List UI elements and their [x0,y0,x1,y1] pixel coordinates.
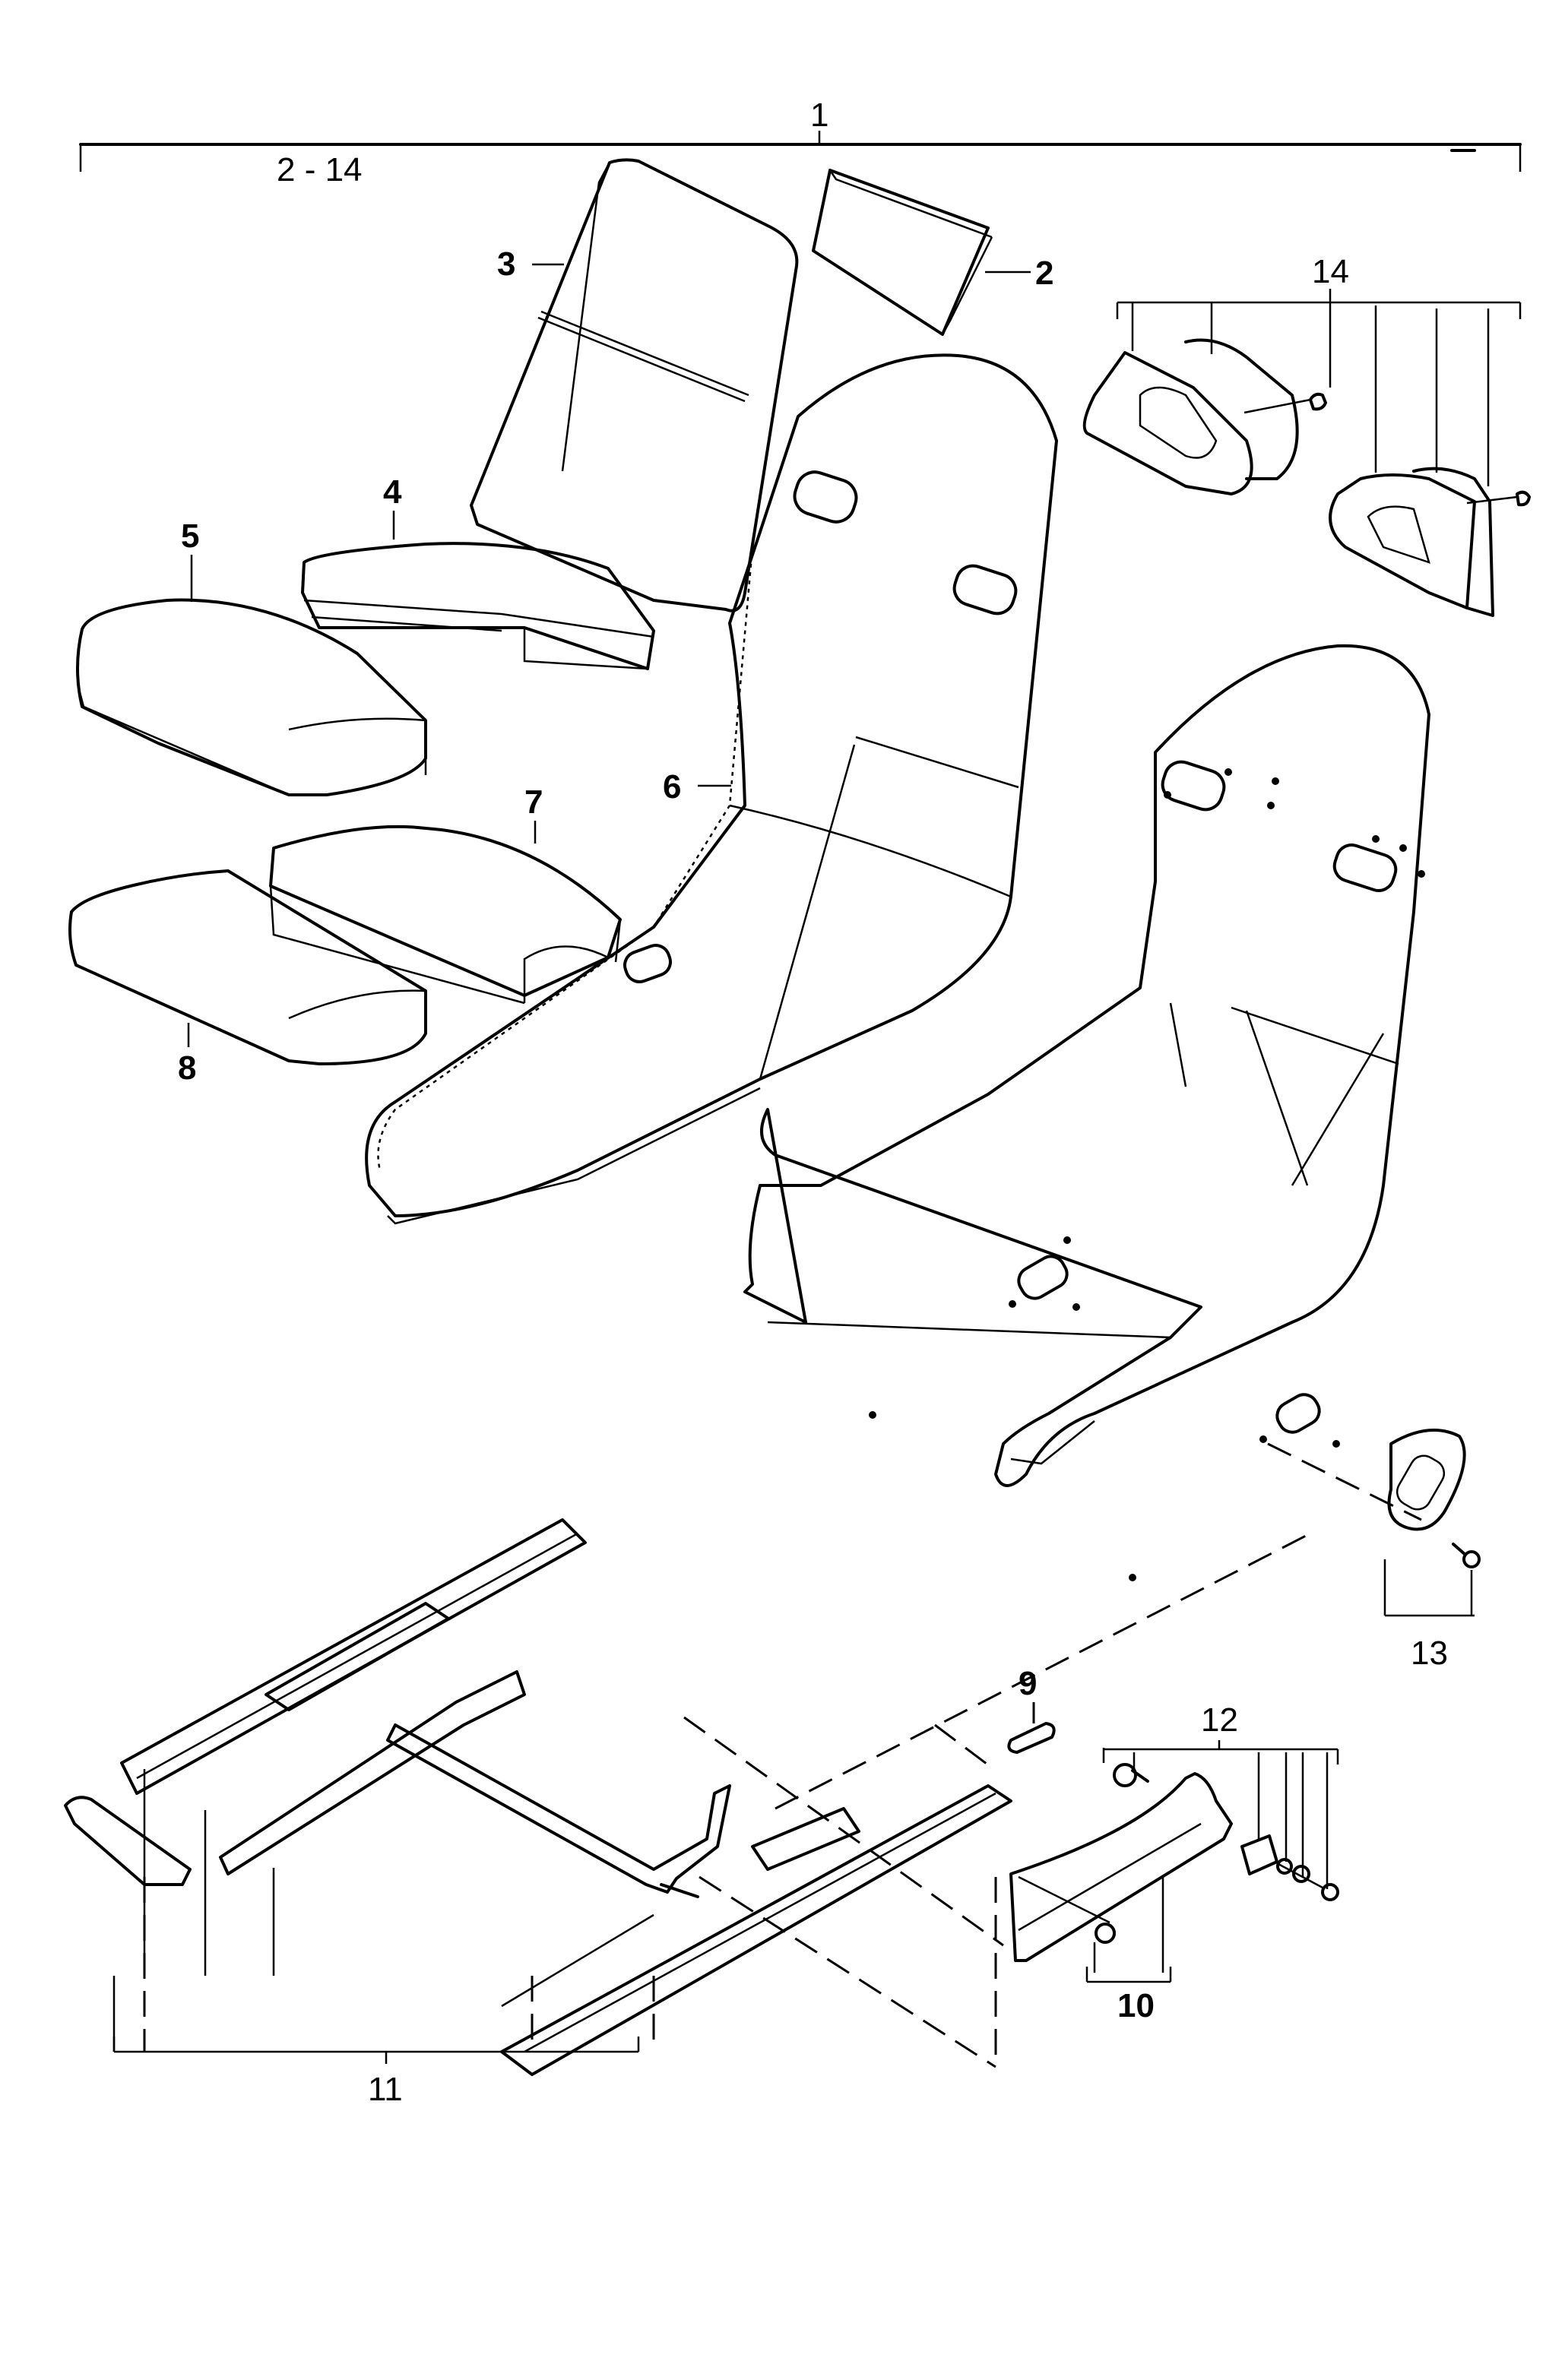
label-12: 12 [1201,1701,1238,1739]
part-12-fastener-set [1102,1740,1339,1901]
part-9-plate [1007,1702,1056,1754]
label-9: 9 [1019,1665,1037,1702]
part-3-backrest-cushion [470,158,799,612]
label-6: 6 [663,768,681,805]
seat-shell [743,644,1430,1581]
label-8: 8 [178,1049,196,1087]
label-3: 3 [497,245,515,283]
label-4: 4 [383,473,402,511]
part-2-headrest-pad [812,169,993,336]
label-13: 13 [1411,1635,1448,1672]
part-11-seat-rails [64,1518,1308,2076]
label-10: 10 [1117,1987,1155,2024]
label-7: 7 [524,783,543,821]
part-8-seat-cushion [68,869,427,1065]
part-10-side-bracket [934,1723,1233,1983]
part-14-belt-guides [1082,289,1531,617]
assembly-bracket-1 [79,131,1522,172]
label-1: 1 [810,97,828,134]
part-13-grommet [1267,1429,1481,1617]
label-2: 2 [1035,255,1053,292]
label-14: 14 [1312,253,1349,290]
label-11: 11 [368,2071,403,2108]
part-4-seat-cushion [301,542,655,670]
part-5-seat-cushion [76,598,427,796]
label-2-14: 2 - 14 [277,151,363,188]
part-6-seat-cover [365,353,1058,1225]
part-7-thigh-cushion [269,824,622,1005]
label-5: 5 [181,517,199,555]
